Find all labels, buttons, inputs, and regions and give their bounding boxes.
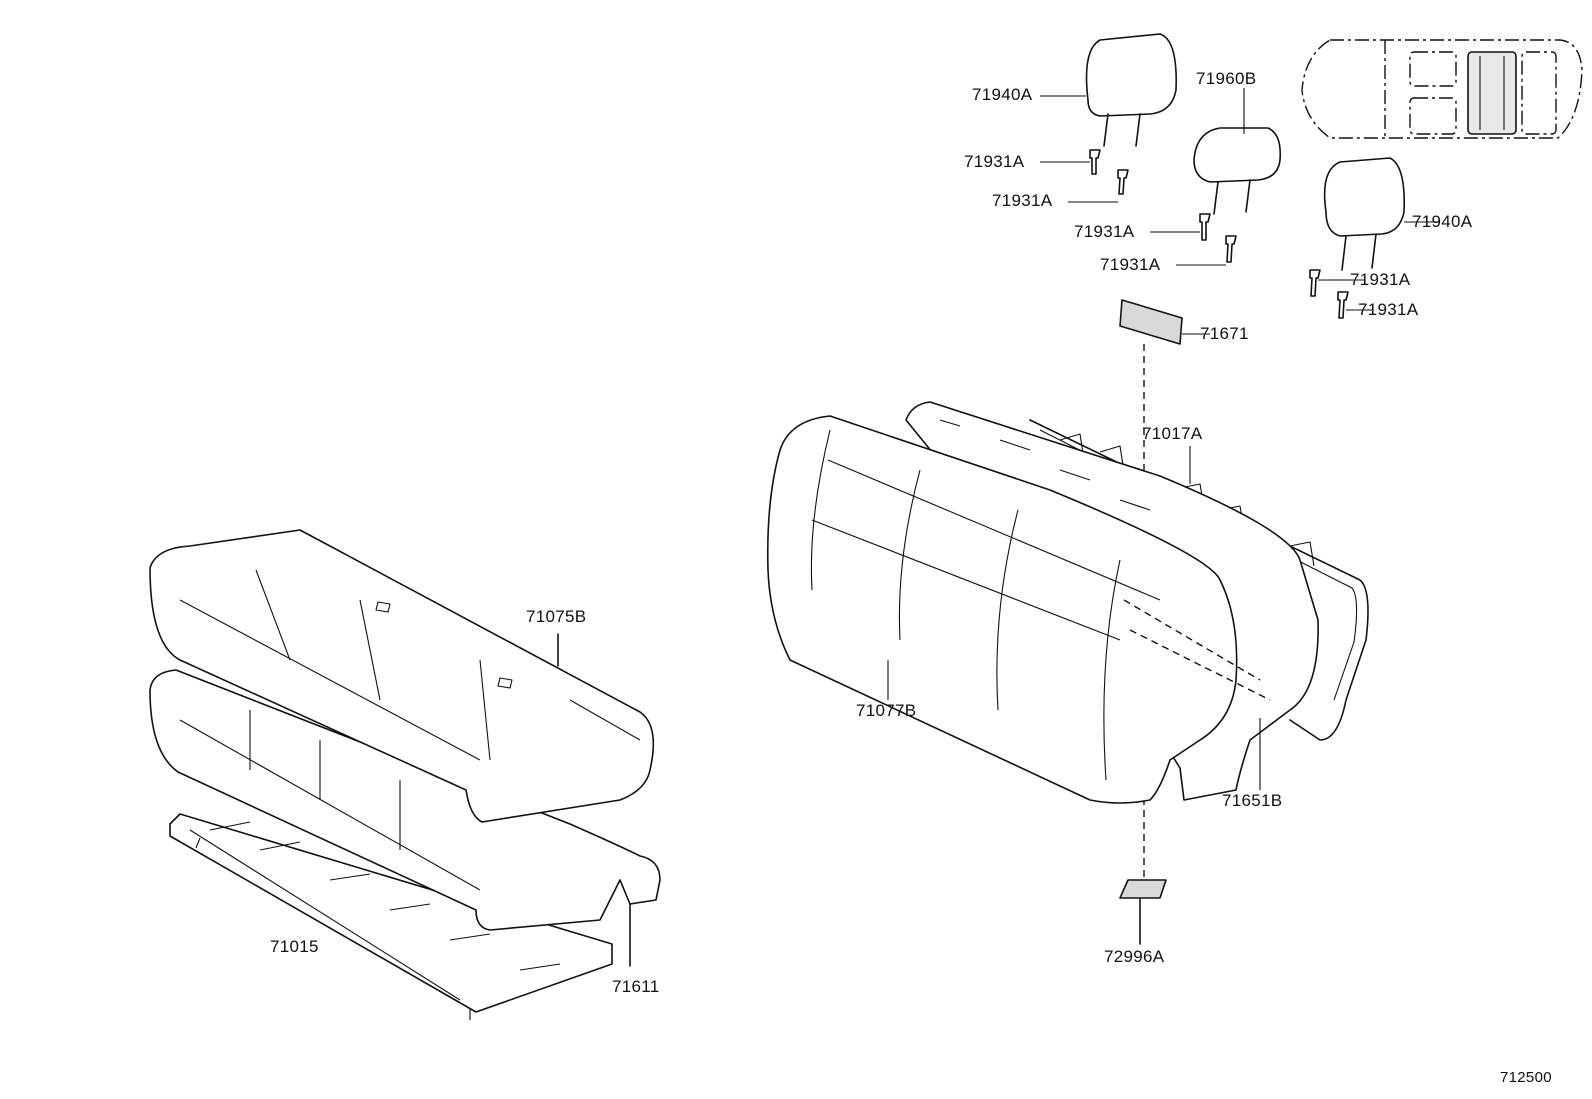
label-support-6: 71931A [1358,300,1419,319]
label-cushion-cover: 71075B [526,607,587,626]
seat-back-cover-icon [766,415,1271,804]
leader-lines [887,88,1440,790]
support-icon-1 [1089,149,1101,175]
label-cushion-frame: 71015 [270,937,319,956]
headrest-center-icon [1193,127,1282,215]
label-support-1: 71931A [964,152,1025,171]
label-headrest-left: 71940A [972,85,1033,104]
vehicle-locator-icon [1301,39,1583,139]
support-icon-6 [1337,291,1349,319]
label-support-2: 71931A [992,191,1053,210]
label-headrest-center: 71960B [1196,69,1257,88]
label-cushion-pad: 71611 [612,977,660,996]
seat-cushion-cover-icon [149,529,655,823]
support-icon-4 [1225,235,1237,263]
label-support-5: 71931A [1350,270,1411,289]
support-icon-3 [1199,213,1211,241]
headrest-left-icon [1085,33,1177,147]
label-frame-back: 71017A [1142,424,1203,443]
label-clip: 72996A [1104,947,1165,966]
support-icon-5 [1309,269,1321,297]
catalog-number: 712500 [1500,1069,1552,1086]
label-back-cover: 71077B [856,701,917,720]
label-support-3: 71931A [1074,222,1135,241]
pad-71671-icon [1119,299,1183,345]
support-icon-2 [1117,169,1129,195]
label-headrest-right: 71940A [1412,212,1473,231]
label-back-pad: 71651B [1222,791,1283,810]
seat-back-frame-icon [1029,419,1369,741]
seat-cushion-pad-icon [149,669,661,967]
headrest-right-icon [1323,157,1406,271]
label-pad-71671: 71671 [1200,324,1249,343]
seat-cushion-frame-icon [169,813,613,1020]
label-support-4: 71931A [1100,255,1161,274]
clip-72996A-icon [1119,879,1167,945]
